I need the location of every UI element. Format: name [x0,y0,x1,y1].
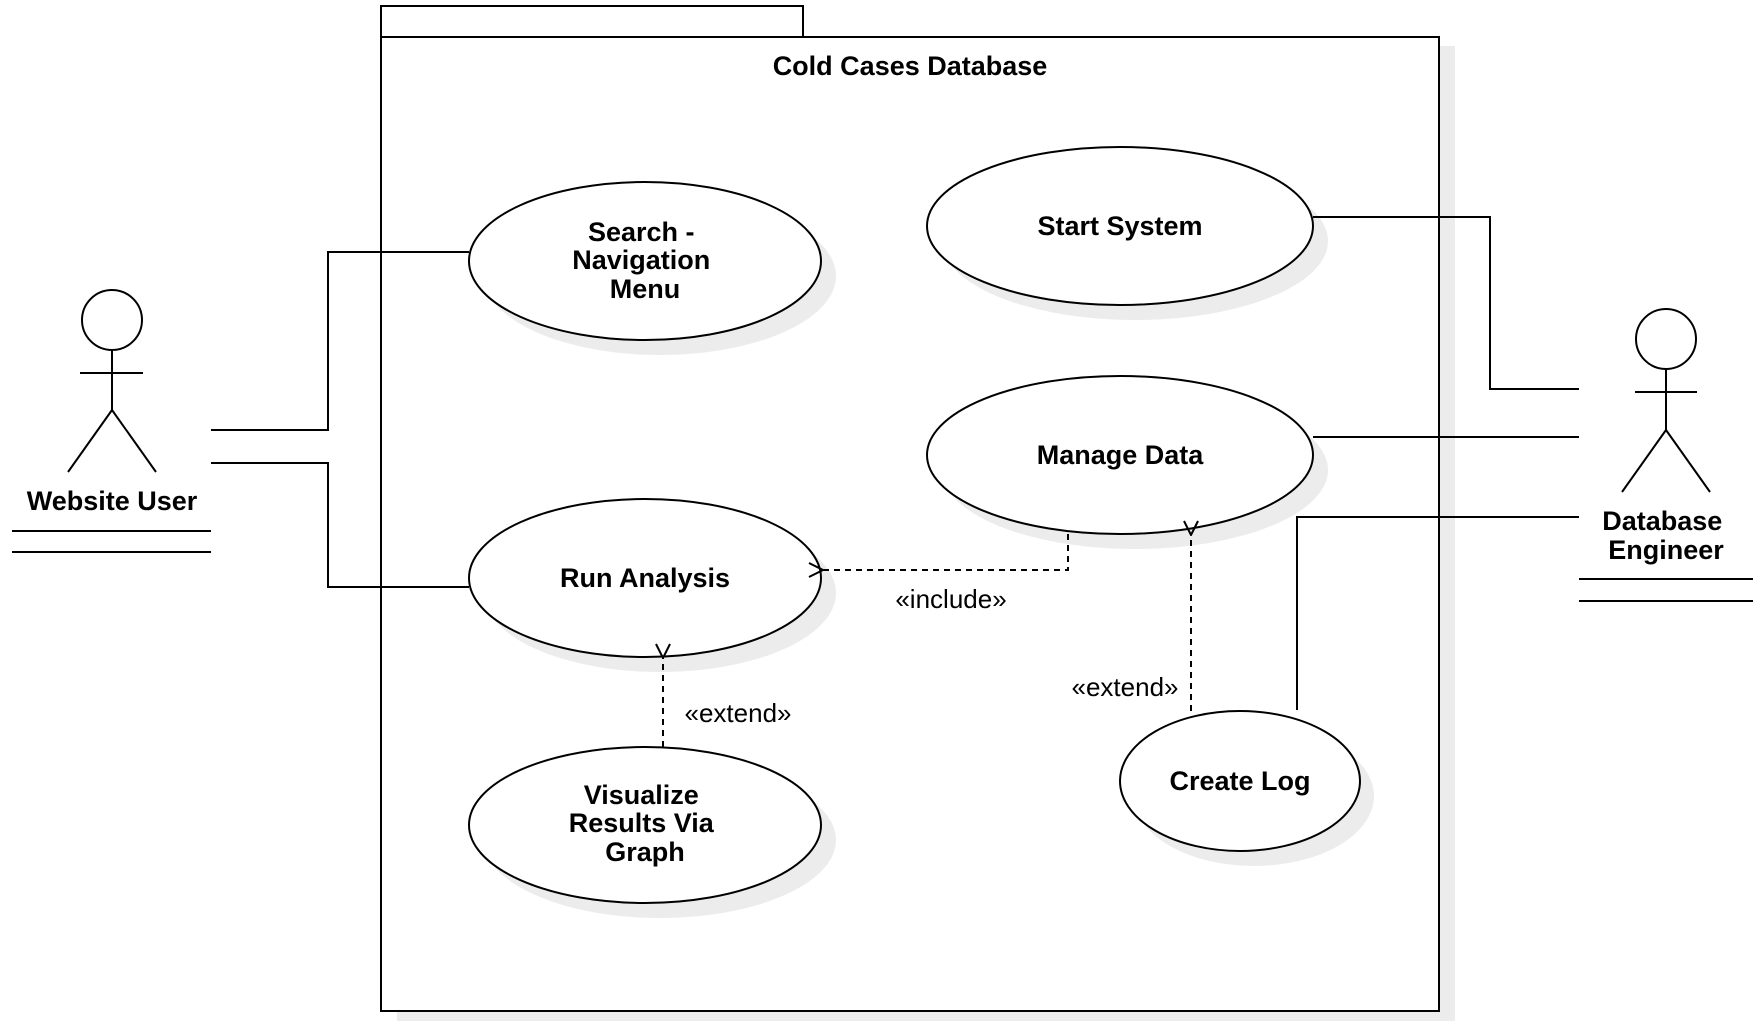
actor-label: Website User [27,486,198,516]
package-tab [380,5,804,38]
actor-database-engineer[interactable]: Database Engineer [1579,308,1753,602]
use-case-start-system[interactable]: Start System [926,146,1328,320]
use-case-label-line: Navigation [572,245,710,275]
association-engineer-create-log [1296,516,1579,710]
use-case-search-navigation-menu[interactable]: Search - Navigation Menu [468,181,836,355]
stick-figure-icon [67,289,157,473]
actor-label-line: Database [1602,506,1722,536]
use-case-label: Create Log [1169,766,1310,796]
use-case-visualize-results[interactable]: Visualize Results Via Graph [468,746,836,918]
stick-figure-icon [1621,308,1711,493]
use-case-label-line: Menu [610,274,681,304]
use-case-label-line: Search - [588,217,695,247]
extend-stereotype-label: «extend» [1072,672,1179,702]
associations [211,216,1579,710]
use-case-label: Manage Data [1037,440,1205,470]
include-stereotype-label: «include» [895,584,1006,614]
svg-text:Search - Navigation: Search - Navigation Menu [572,217,718,304]
use-case-create-log[interactable]: Create Log [1119,710,1374,866]
extend-stereotype-label: «extend» [685,698,792,728]
dependencies [663,534,1191,747]
use-case-label-line: Visualize [584,780,699,810]
system-title: Cold Cases Database [773,51,1048,81]
association-engineer-start-system [1313,216,1579,390]
use-case-manage-data[interactable]: Manage Data [926,375,1328,549]
association-user-run-analysis [211,462,469,588]
include-manage-data-to-run-analysis [823,534,1069,570]
svg-text:Visualize Results Via: Visualize Results Via Graph [569,780,722,867]
use-case-run-analysis[interactable]: Run Analysis [468,498,836,672]
actor-label-line: Engineer [1608,535,1724,565]
association-user-search [211,251,469,431]
use-case-label: Start System [1037,211,1202,241]
use-case-label-line: Graph [605,837,685,867]
svg-text:Database Engineer: Database Engineer [1602,506,1730,565]
use-case-label: Run Analysis [560,563,730,593]
use-case-label-line: Results Via [569,808,715,838]
actor-website-user[interactable]: Website User [12,289,211,553]
